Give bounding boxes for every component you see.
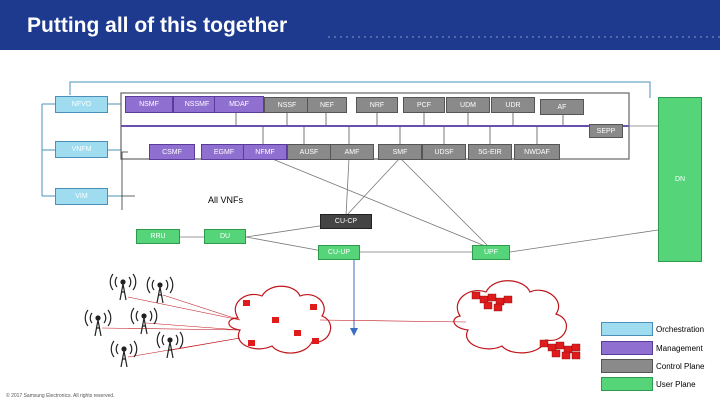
nwdaf-box: NWDAF: [514, 144, 560, 160]
legend-swatch-user-plane: [601, 377, 653, 391]
smf-box: SMF: [378, 144, 422, 160]
cell-tower-icon: [130, 307, 158, 335]
dn-box: DN: [658, 97, 702, 262]
link-nfvo-top: [69, 81, 651, 98]
nssf-box: NSSF: [264, 97, 310, 113]
title-bar: Putting all of this together: [0, 0, 720, 50]
cell-tower-icon: [84, 309, 112, 337]
cell-tower-icon: [156, 331, 184, 359]
vim-box: VIM: [55, 188, 108, 205]
copyright-footer: © 2017 Samsung Electronics. All rights r…: [6, 393, 115, 399]
server-cluster-icon: [539, 339, 581, 360]
nfmf-box: NFMF: [243, 144, 287, 160]
du-box: DU: [204, 229, 246, 244]
arrow-head-icon: [350, 328, 358, 336]
legend-swatch-orchestration: [601, 322, 653, 336]
nsmf-box: NSMF: [125, 96, 173, 113]
nfvo-box: NFVO: [55, 96, 108, 113]
udm-box: UDM: [446, 97, 490, 113]
af-box: AF: [540, 99, 584, 115]
network-cloud-icon: [228, 285, 332, 354]
legend-swatch-management: [601, 341, 653, 355]
csmf-box: CSMF: [149, 144, 195, 160]
nef-box: NEF: [307, 97, 347, 113]
egmf-box: EGMF: [201, 144, 247, 160]
5g-eir-box: 5G-EIR: [468, 144, 512, 160]
slide-title: Putting all of this together: [27, 14, 288, 37]
server-cluster-icon: [471, 291, 513, 312]
pcf-box: PCF: [403, 97, 445, 113]
vnfm-box: VNFM: [55, 141, 108, 158]
cu-up-box: CU-UP: [318, 245, 360, 260]
legend-label-orchestration: Orchestration: [656, 325, 705, 334]
cu-cp-box: CU-CP: [320, 214, 372, 229]
cell-tower-icon: [110, 340, 138, 368]
nrf-box: NRF: [356, 97, 398, 113]
cell-tower-icon: [109, 273, 137, 301]
legend-label-user-plane: User Plane: [656, 380, 696, 389]
cell-tower-icon: [146, 276, 174, 304]
upf-box: UPF: [472, 245, 510, 260]
legend-label-control-plane: Control Plane: [656, 362, 705, 371]
rru-box: RRU: [136, 229, 180, 244]
amf-box: AMF: [330, 144, 374, 160]
legend-swatch-control-plane: [601, 359, 653, 373]
mdaf-box: MDAF: [214, 96, 264, 113]
legend-label-management: Management: [656, 344, 703, 353]
udsf-box: UDSF: [422, 144, 466, 160]
sepp-box: SEPP: [589, 124, 623, 138]
title-dot-pattern: [326, 34, 720, 42]
ausf-box: AUSF: [287, 144, 331, 160]
all-vnfs-label: All VNFs: [208, 195, 244, 205]
udr-box: UDR: [491, 97, 535, 113]
network-cloud-icon: [453, 280, 567, 354]
link-orch-stack: [41, 103, 55, 197]
